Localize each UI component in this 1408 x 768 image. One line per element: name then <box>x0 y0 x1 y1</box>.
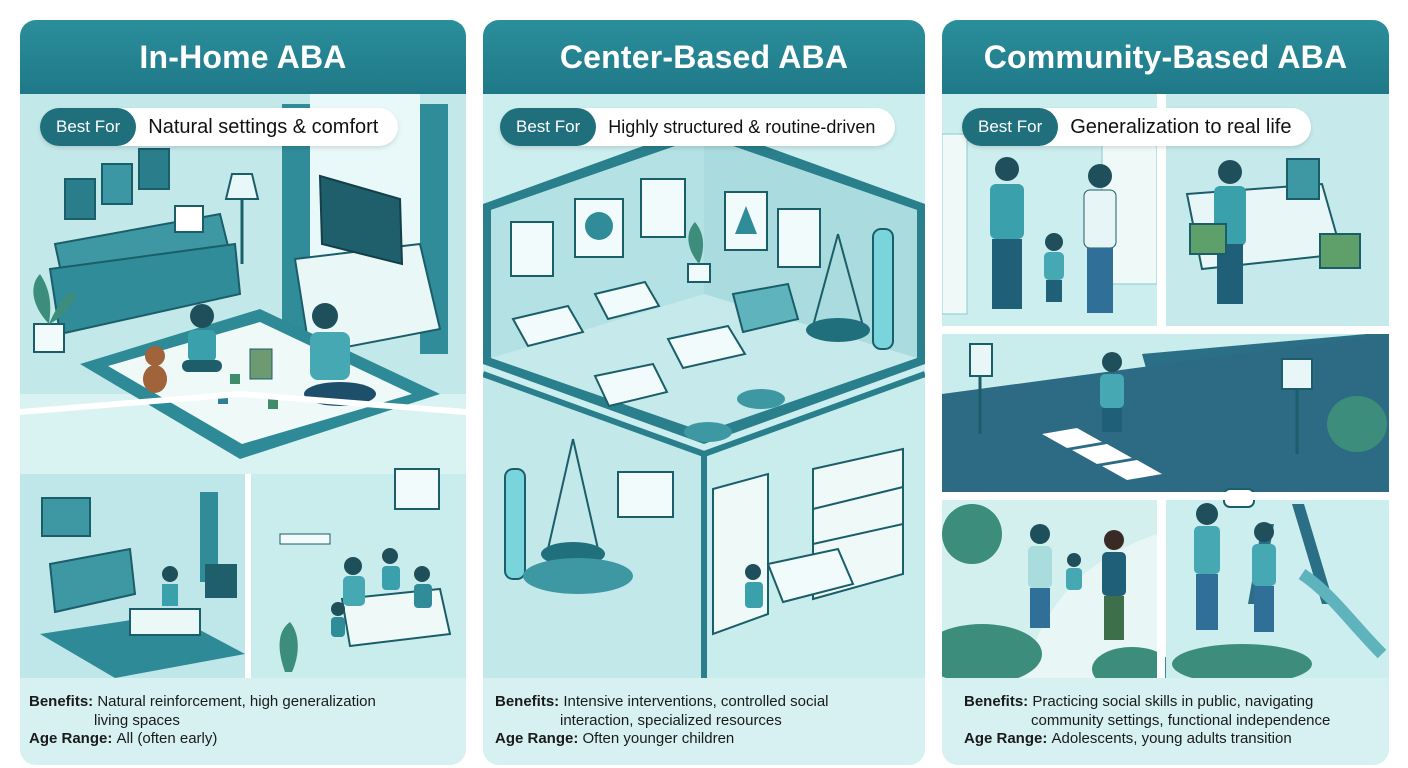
panel-title: Center-Based ABA <box>559 38 849 75</box>
panel-community-based: Community-Based ABA <box>942 20 1389 765</box>
benefits-row-continued: interaction, specialized resources <box>483 712 925 731</box>
benefits-text: Practicing social skills in public, navi… <box>1032 693 1314 710</box>
panel-title: In-Home ABA <box>139 38 347 75</box>
panel-title: Community-Based ABA <box>983 38 1348 75</box>
age-range-label: Age Range: <box>495 730 583 747</box>
best-for-pill: Best For Highly structured & routine-dri… <box>500 108 896 146</box>
panel-footer: Benefits: Natural reinforcement, high ge… <box>20 678 466 765</box>
age-range-text: All (often early) <box>116 730 218 747</box>
panel-header: In-Home ABA <box>20 20 466 94</box>
age-range-text: Often younger children <box>582 730 735 747</box>
best-for-text: Highly structured & routine-driven <box>608 116 876 137</box>
best-for-tag: Best For <box>500 108 597 146</box>
center-scene-image <box>483 94 925 678</box>
best-for-tag: Best For <box>962 108 1059 146</box>
best-for-text: Generalization to real life <box>1070 115 1292 138</box>
best-for-tag: Best For <box>40 108 137 146</box>
benefits-text: Intensive interventions, controlled soci… <box>563 693 829 710</box>
panel-footer: Benefits: Intensive interventions, contr… <box>483 678 925 765</box>
community-scene-image <box>942 94 1389 678</box>
home-scene-image <box>20 94 466 678</box>
panel-in-home: In-Home ABA <box>20 20 466 765</box>
benefits-label: Benefits: <box>29 693 98 710</box>
age-range-row: Age Range: Adolescents, young adults tra… <box>942 730 1389 749</box>
benefits-text-continued: interaction, specialized resources <box>560 711 782 729</box>
age-range-row: Age Range: All (often early) <box>20 730 466 749</box>
age-range-text: Adolescents, young adults transition <box>1051 730 1292 747</box>
community-based-illustration <box>942 94 1389 678</box>
benefits-row: Benefits: Natural reinforcement, high ge… <box>20 693 466 712</box>
center-based-illustration <box>483 94 925 678</box>
age-range-label: Age Range: <box>964 730 1052 747</box>
benefits-row: Benefits: Intensive interventions, contr… <box>483 693 925 712</box>
benefits-row-continued: living spaces <box>20 712 466 731</box>
panel-center-based: Center-Based ABA <box>483 20 925 765</box>
benefits-row: Benefits: Practicing social skills in pu… <box>942 693 1389 712</box>
panel-header: Community-Based ABA <box>942 20 1389 94</box>
benefits-label: Benefits: <box>964 693 1033 710</box>
benefits-text-continued: community settings, functional independe… <box>1031 711 1331 729</box>
panel-header: Center-Based ABA <box>483 20 925 94</box>
benefits-row-continued: community settings, functional independe… <box>942 712 1389 731</box>
benefits-text-continued: living spaces <box>94 711 180 729</box>
panel-footer: Benefits: Practicing social skills in pu… <box>942 678 1389 765</box>
best-for-pill: Best For Natural settings & comfort <box>40 108 399 146</box>
best-for-text: Natural settings & comfort <box>148 115 379 138</box>
best-for-pill: Best For Generalization to real life <box>962 108 1312 146</box>
age-range-label: Age Range: <box>29 730 117 747</box>
benefits-text: Natural reinforcement, high generalizati… <box>97 693 376 710</box>
age-range-row: Age Range: Often younger children <box>483 730 925 749</box>
in-home-illustration <box>20 94 466 678</box>
benefits-label: Benefits: <box>495 693 564 710</box>
